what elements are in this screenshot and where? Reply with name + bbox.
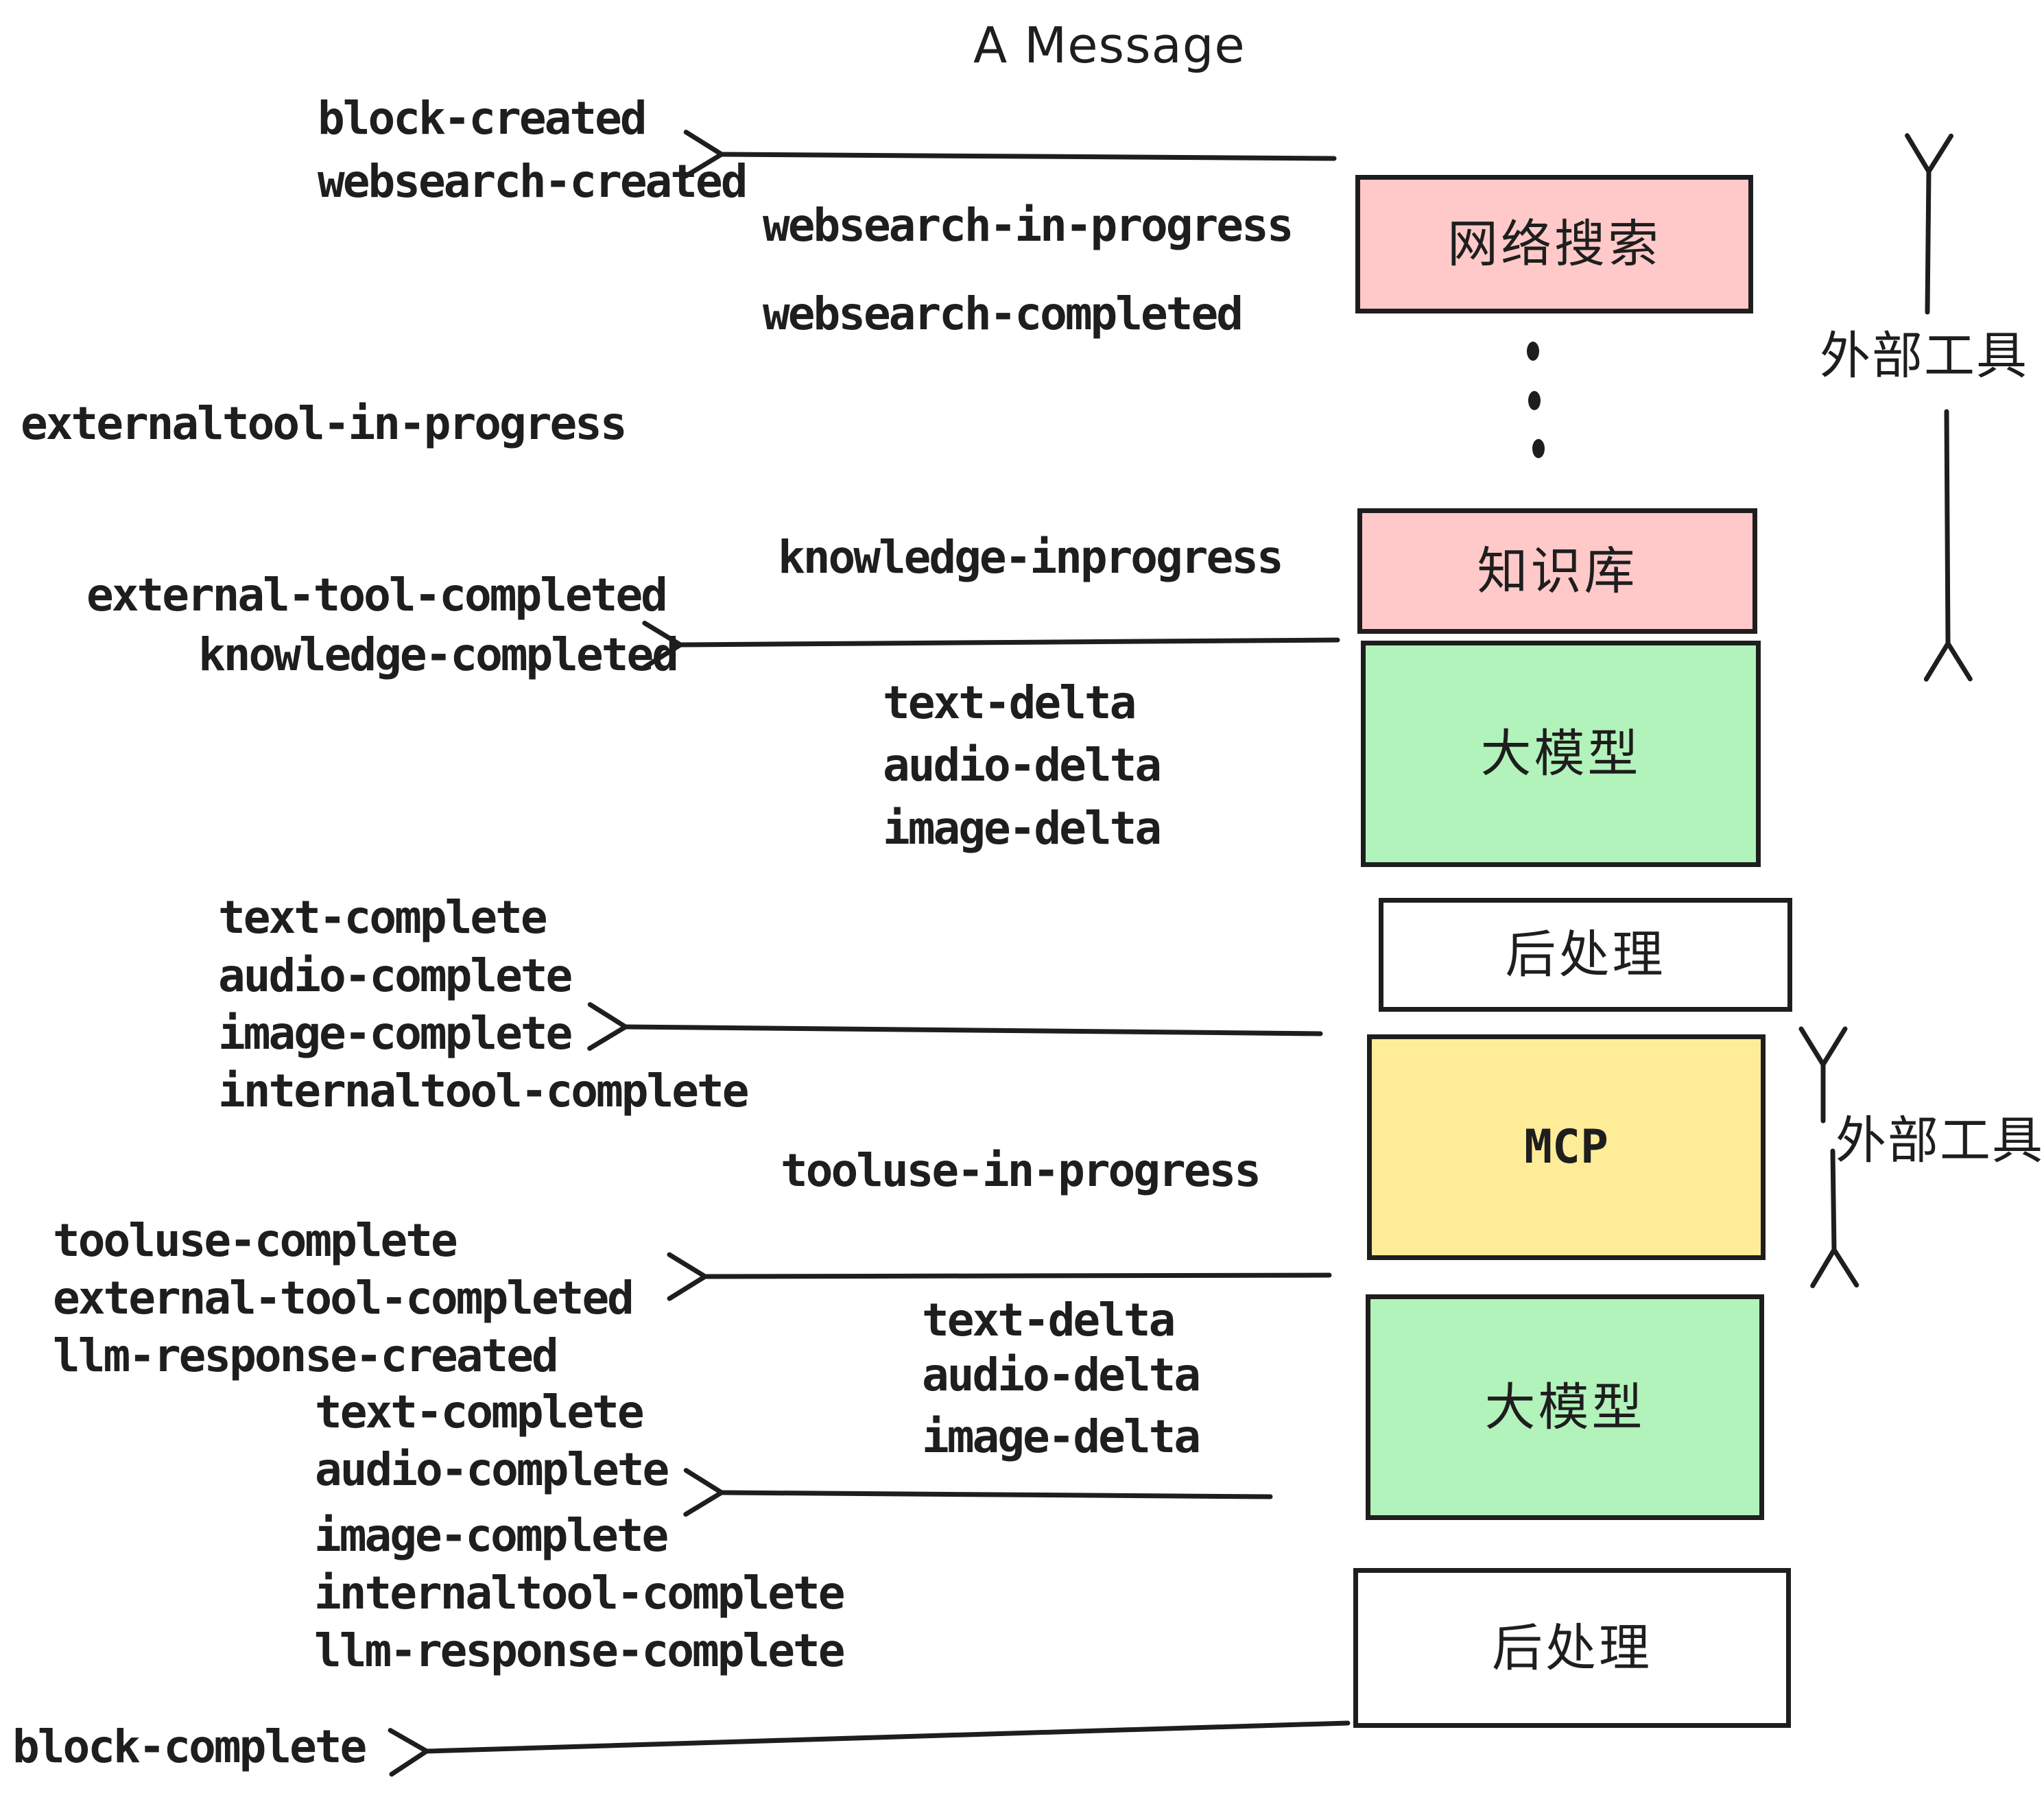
box-mcp: MCP	[1367, 1034, 1766, 1260]
box-postprocess-2-label: 后处理	[1492, 1618, 1652, 1678]
ellipsis-dot-3	[1532, 439, 1545, 458]
box-postprocess-2: 后处理	[1353, 1568, 1791, 1728]
event-tooluse-complete: tooluse-complete	[53, 1214, 458, 1267]
box-postprocess-1-label: 后处理	[1505, 925, 1666, 984]
box-llm-1-label: 大模型	[1480, 724, 1641, 783]
event-knowledge-completed: knowledge-completed	[198, 628, 679, 681]
event-tooluse-in-progress: tooluse-in-progress	[781, 1144, 1261, 1197]
event-llm-response-created: llm-response-created	[53, 1329, 559, 1382]
box-llm-2: 大模型	[1366, 1294, 1764, 1520]
box-websearch-label: 网络搜索	[1447, 215, 1661, 274]
event-internaltool-complete-2: internaltool-complete	[314, 1567, 845, 1619]
event-audio-delta-2: audio-delta	[922, 1349, 1201, 1401]
event-websearch-in-progress: websearch-in-progress	[763, 199, 1294, 252]
event-text-complete: text-complete	[218, 891, 548, 944]
event-externaltool-in-progress: externaltool-in-progress	[21, 397, 628, 450]
event-websearch-created: websearch-created	[318, 155, 748, 208]
arrow-knowledge-completed	[642, 620, 1340, 669]
event-audio-delta: audio-delta	[883, 739, 1162, 792]
box-llm-2-label: 大模型	[1484, 1377, 1645, 1437]
event-image-complete-2: image-complete	[314, 1509, 669, 1562]
event-llm-response-complete: llm-response-complete	[314, 1624, 845, 1677]
event-image-delta-2: image-delta	[922, 1410, 1201, 1463]
external-tools-top-arrow-up	[1905, 133, 1954, 315]
box-websearch: 网络搜索	[1355, 175, 1753, 313]
event-knowledge-inprogress: knowledge-inprogress	[778, 531, 1284, 584]
diagram-title: A Message	[973, 16, 1246, 74]
arrow-image-complete	[587, 1001, 1323, 1051]
box-llm-1: 大模型	[1361, 641, 1761, 867]
event-text-delta: text-delta	[883, 676, 1137, 729]
box-knowledge: 知识库	[1357, 508, 1757, 634]
external-tools-label-mid: 外部工具	[1835, 1111, 2044, 1170]
arrow-websearch-created	[683, 130, 1337, 179]
event-websearch-completed: websearch-completed	[763, 287, 1244, 340]
box-postprocess-1: 后处理	[1379, 898, 1792, 1012]
arrow-audio-complete	[683, 1468, 1273, 1517]
box-knowledge-label: 知识库	[1477, 541, 1638, 601]
external-tools-mid-arrow-down	[1810, 1148, 1859, 1288]
box-mcp-label: MCP	[1524, 1119, 1608, 1174]
arrow-block-complete	[388, 1720, 1351, 1777]
external-tools-label-top: 外部工具	[1820, 327, 2028, 385]
event-block-complete: block-complete	[12, 1720, 367, 1773]
event-text-complete-2: text-complete	[315, 1386, 645, 1438]
event-external-tool-completed: external-tool-completed	[86, 569, 668, 621]
event-image-delta: image-delta	[883, 802, 1162, 855]
event-block-created: block-created	[318, 92, 647, 145]
event-text-delta-2: text-delta	[922, 1294, 1176, 1346]
external-tools-top-arrow-down	[1923, 409, 1973, 682]
ellipsis-dot-1	[1527, 342, 1539, 361]
event-internaltool-complete: internaltool-complete	[218, 1065, 749, 1117]
ellipsis-dot-2	[1528, 391, 1541, 410]
event-external-tool-completed-2: external-tool-completed	[53, 1272, 634, 1325]
event-audio-complete: audio-complete	[218, 949, 573, 1002]
event-audio-complete-2: audio-complete	[315, 1443, 669, 1496]
event-image-complete: image-complete	[218, 1007, 573, 1060]
arrow-tooluse-complete	[667, 1252, 1332, 1301]
